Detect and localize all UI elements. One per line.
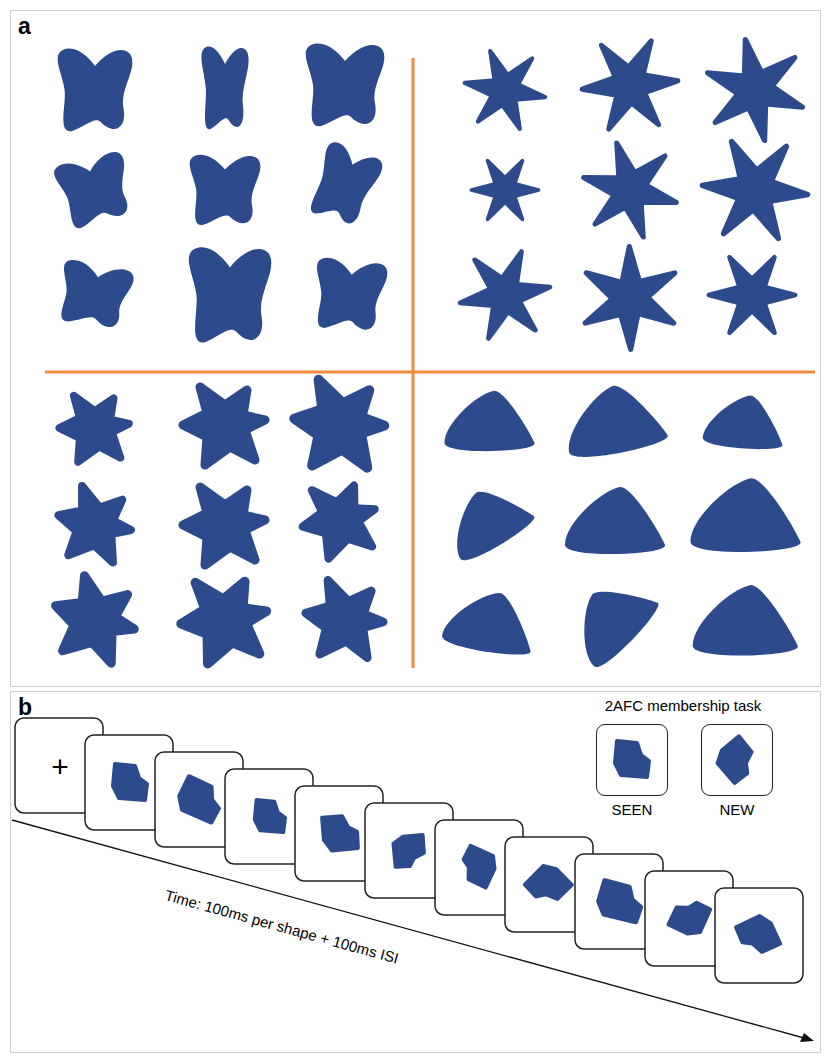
choice-label: NEW bbox=[720, 801, 755, 818]
choice-label: SEEN bbox=[612, 801, 653, 818]
choice-shapes bbox=[615, 735, 761, 784]
figure-panel: a bbox=[10, 10, 821, 687]
time-axis-label: Time: 100ms per shape + 100ms ISI bbox=[163, 886, 400, 967]
category-divider bbox=[45, 58, 815, 668]
spiky-star-shapes bbox=[453, 31, 817, 361]
task-title: 2AFC membership task bbox=[605, 697, 762, 714]
time-arrow bbox=[12, 820, 814, 1042]
panel-letter: b bbox=[18, 694, 32, 721]
stimulus-frames bbox=[15, 718, 803, 983]
fixation-cross: + bbox=[51, 750, 69, 784]
panel-letter: a bbox=[18, 13, 31, 40]
choice-frame: SEEN bbox=[596, 724, 668, 796]
choice-frame: NEW bbox=[701, 724, 773, 796]
figure-panel: b + SEEN NEW bbox=[10, 691, 821, 1053]
bowtie-shapes bbox=[52, 44, 388, 343]
blob-star-shapes bbox=[42, 377, 390, 671]
triangle-blob-shapes bbox=[436, 378, 801, 672]
fixation-frame: + bbox=[16, 719, 104, 814]
